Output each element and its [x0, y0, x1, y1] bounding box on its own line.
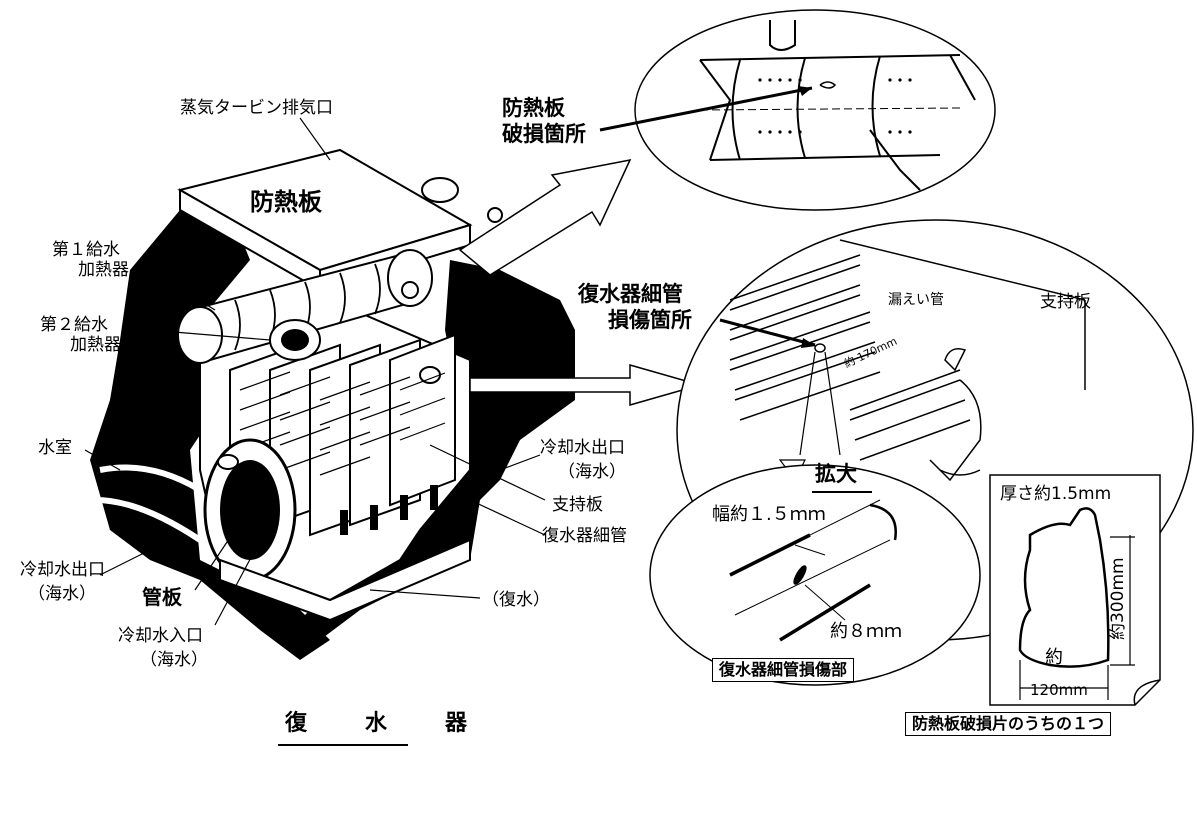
- condenser-tube-label: 復水器細管: [542, 526, 627, 546]
- diagram-title: 復 水 器: [285, 711, 486, 736]
- fragment-view: [989, 474, 1161, 706]
- enlarge-label: 拡大: [815, 462, 857, 486]
- shield-damage-callout-a: 防熱板: [502, 96, 565, 120]
- condensate-label: （復水）: [482, 590, 550, 610]
- cw-outlet-left-label-a: 冷却水出口: [20, 560, 105, 580]
- tube-damage-callout-a: 復水器細管: [578, 282, 683, 306]
- cw-outlet-left-label-b: （海水）: [28, 584, 96, 604]
- water-box-label: 水室: [38, 438, 72, 458]
- leader-lines: [84, 117, 546, 626]
- thickness-label: 厚さ約1.5mm: [1000, 484, 1112, 504]
- approx-300-label: 約300mm: [1108, 557, 1128, 640]
- feed-heater1-label-a: 第１給水: [52, 240, 120, 260]
- enlarged-tube-view: [649, 464, 981, 686]
- pointer-arrows: [458, 158, 703, 406]
- leak-tube-label: 漏えい管: [888, 292, 944, 308]
- width-120-label: 120mm: [1030, 681, 1088, 699]
- cw-outlet-right-label-b: （海水）: [558, 462, 626, 482]
- tube-damage-callout-b: 損傷箇所: [608, 308, 692, 332]
- cw-inlet-label-a: 冷却水入口: [118, 626, 203, 646]
- width-15-label: 幅約１.５ｍｍ: [712, 504, 826, 525]
- support-plate2-label: 支持板: [1040, 292, 1091, 312]
- approx-8-label: 約８ｍｍ: [830, 621, 902, 642]
- shield-fragment-label: 防熱板破損片のうちの１つ: [905, 712, 1112, 736]
- cw-inlet-label-b: （海水）: [140, 650, 208, 670]
- shield-damage-callout-b: 破損箇所: [502, 122, 586, 146]
- approx-label: 約: [1045, 647, 1063, 668]
- feed-heater2-label-b: 加熱器: [70, 335, 121, 355]
- heat-shield-label: 防熱板: [250, 188, 322, 216]
- tube-damage-part-label: 復水器細管損傷部: [712, 658, 855, 682]
- feed-heater1-label-b: 加熱器: [78, 260, 129, 280]
- condenser-body: [90, 148, 575, 660]
- shield-detail-view: [599, 9, 996, 211]
- cw-outlet-right-label-a: 冷却水出口: [540, 438, 625, 458]
- support-plate-label: 支持板: [552, 495, 603, 515]
- feed-heater2-label-a: 第２給水: [40, 315, 108, 335]
- exhaust-label: 蒸気タービン排気口: [180, 98, 333, 118]
- tube-sheet-label: 管板: [142, 585, 182, 609]
